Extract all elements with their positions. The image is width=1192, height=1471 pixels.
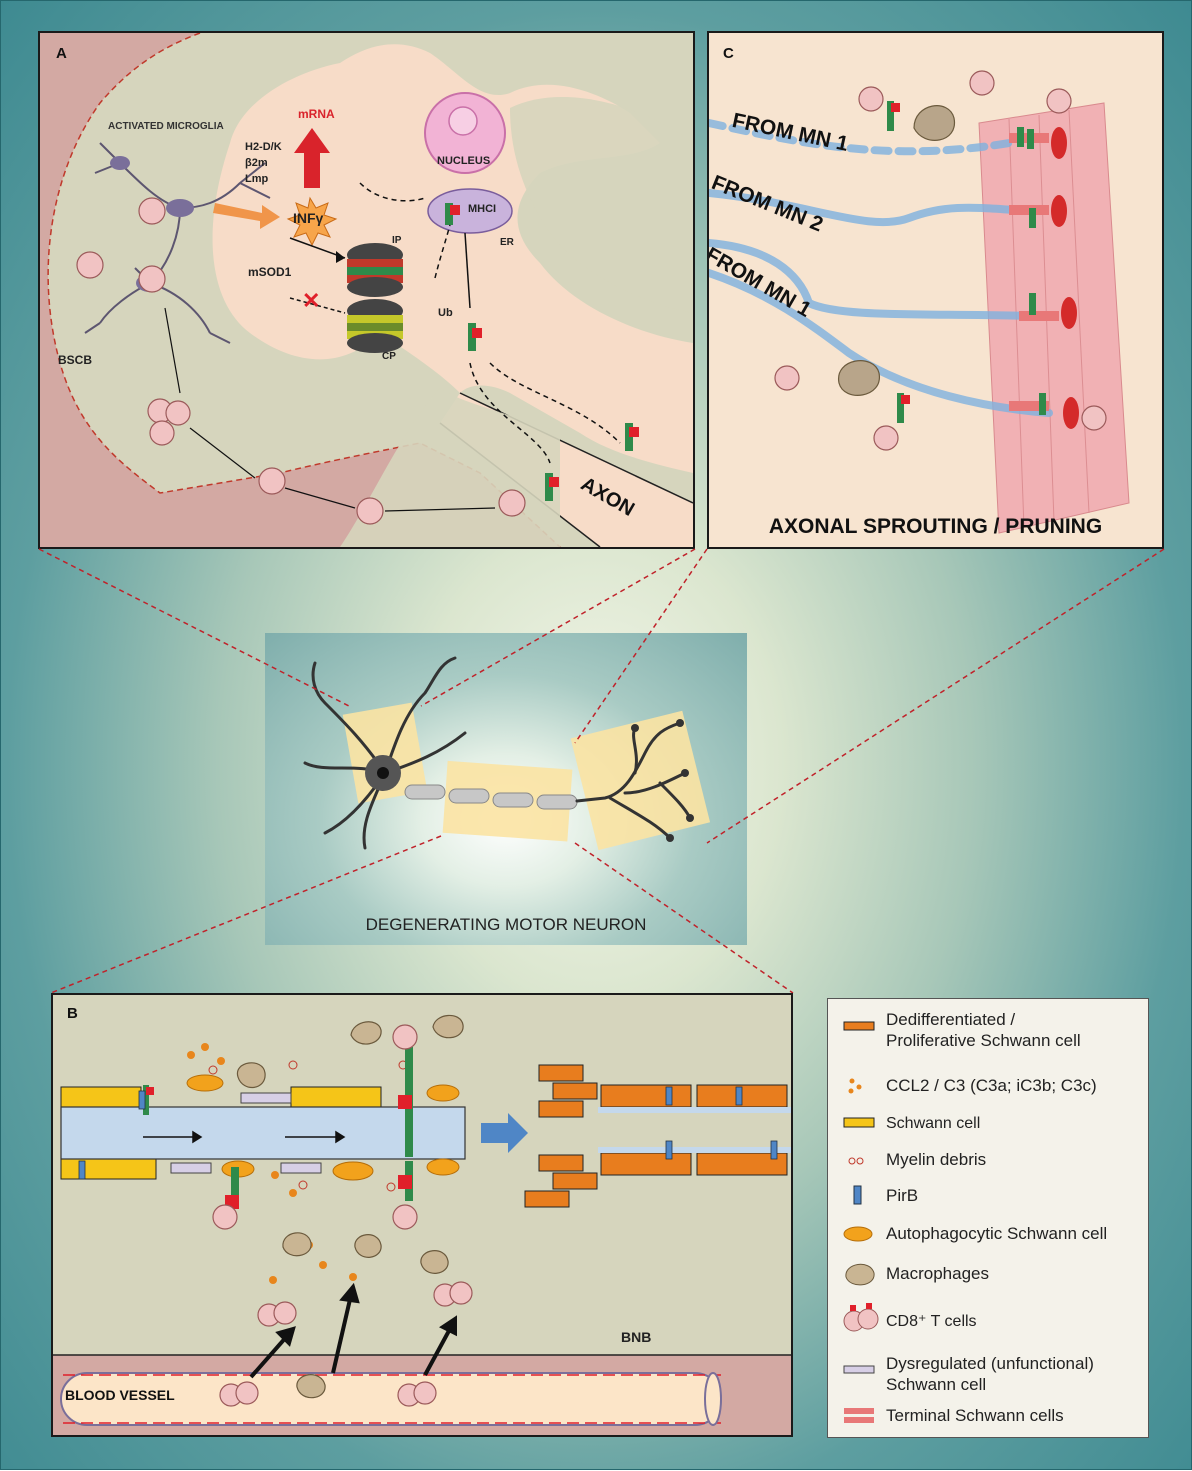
mhci-complexes-c <box>887 101 1046 423</box>
cp-label: CP <box>382 351 396 362</box>
panel-a-letter: A <box>56 45 67 62</box>
legend-item: CD8⁺ T cells <box>828 1303 1148 1335</box>
neuron-illustration <box>303 656 711 851</box>
legend-item: Macrophages <box>828 1257 1148 1289</box>
msod1-label: mSOD1 <box>248 265 292 279</box>
legend-item: CCL2 / C3 (C3a; iC3b; C3c) <box>828 1073 1148 1099</box>
ccl2-c3-icon <box>848 1078 862 1094</box>
axonal-sprouting-title: AXONAL SPROUTING / PRUNING <box>768 515 1103 538</box>
legend-label: Autophagocytic Schwann cell <box>886 1224 1108 1243</box>
legend-item: Terminal Schwann cells <box>828 1403 1148 1429</box>
panel-a: ✕ A ACTIVATED MICROGLIA <box>38 31 695 549</box>
nerve-axon <box>60 1106 466 1160</box>
panel-b: B BNB BLOOD VESSEL <box>51 993 793 1437</box>
legend-item: Myelin debris <box>828 1147 1148 1173</box>
upregulation-arrow <box>294 128 330 188</box>
legend-item: Autophagocytic Schwann cell <box>828 1221 1148 1247</box>
svg-text:✕: ✕ <box>302 288 320 313</box>
dysregulated-schwann-cells <box>170 1092 322 1174</box>
gene-label-b2m: β2m <box>245 157 268 169</box>
legend-label: Dysregulated (unfunctional) Schwann cell <box>886 1354 1094 1394</box>
activation-arrow <box>213 203 280 229</box>
legend-label: Schwann cell <box>886 1115 981 1132</box>
infg-label: INFγ <box>293 210 324 226</box>
autophagocytic-schwann-cells <box>186 1074 460 1181</box>
myelin-debris <box>208 1060 408 1192</box>
axon-terminal <box>575 721 692 840</box>
dysregulated-schwann-icon <box>843 1365 875 1374</box>
legend-label: Macrophages <box>886 1264 990 1283</box>
degenerating-motor-neuron-title: DEGENERATING MOTOR NEURON <box>365 915 647 934</box>
cd8-t-cells-b <box>212 1024 473 1407</box>
panel-c: C FROM MN 1 FROM MN 2 FROM MN 1 AXONAL S… <box>707 31 1164 549</box>
legend-label: Myelin debris <box>886 1150 987 1169</box>
panel-c-illustration <box>709 70 1130 534</box>
extravasation-arrows <box>249 1282 457 1379</box>
panel-b-letter: B <box>67 1005 78 1022</box>
legend-label: Dedifferentiated / Proliferative Schwann… <box>886 1010 1081 1050</box>
gene-label-lmp: Lmp <box>245 173 269 185</box>
center-neuron-panel: DEGENERATING MOTOR NEURON <box>265 633 747 945</box>
terminal-schwann-icon <box>844 1408 874 1423</box>
pirb-receptors <box>78 1086 778 1180</box>
cd8-t-cells <box>76 197 526 525</box>
transition-arrow <box>481 1113 528 1153</box>
macrophage-icon <box>845 1263 875 1286</box>
panel-b-illustration <box>53 1014 791 1435</box>
infg-star <box>286 196 338 247</box>
legend-label: PirB <box>886 1186 919 1205</box>
gene-label-h2dk: H2-D/K <box>245 141 282 153</box>
ub-label: Ub <box>438 307 453 319</box>
immunoproteasome <box>347 243 403 297</box>
legend-label: CD8⁺ T cells <box>886 1313 977 1330</box>
autophagocytic-schwann-icon <box>843 1226 873 1242</box>
myelinated-axon <box>404 784 578 810</box>
bscb-label: BSCB <box>58 353 93 367</box>
schwann-cell-icon <box>843 1117 875 1128</box>
ip-label: IP <box>392 235 402 246</box>
legend-label: Terminal Schwann cells <box>886 1406 1064 1425</box>
legend-item: Schwann cell <box>828 1111 1148 1137</box>
mrna-label: mRNA <box>298 107 335 121</box>
legend-item: Dedifferentiated / Proliferative Schwann… <box>828 1007 1148 1057</box>
mhci-label: MHCI <box>468 203 497 215</box>
activated-microglia <box>84 142 271 344</box>
motor-axons <box>709 119 1053 417</box>
legend-panel: Dedifferentiated / Proliferative Schwann… <box>827 998 1149 1438</box>
cd8-t-cell-icon <box>843 1303 879 1332</box>
myelin-debris-icon <box>848 1157 864 1165</box>
pirb-icon <box>853 1185 862 1205</box>
dedifferentiated-schwann-icon <box>843 1021 875 1031</box>
nucleus-label: NUCLEUS <box>437 155 491 167</box>
macrophages-c <box>838 105 955 396</box>
macrophages-b <box>237 1014 464 1399</box>
panel-a-illustration: ✕ <box>40 33 693 547</box>
legend-item: Dysregulated (unfunctional) Schwann cell <box>828 1349 1148 1397</box>
er-label: ER <box>500 237 514 248</box>
constitutive-proteasome <box>347 299 403 353</box>
legend-item: PirB <box>828 1183 1148 1209</box>
legend-label: CCL2 / C3 (C3a; iC3b; C3c) <box>886 1076 1097 1095</box>
ccl2-c3-particles <box>187 1043 357 1284</box>
bnb-label: BNB <box>621 1329 652 1345</box>
blood-vessel-label: BLOOD VESSEL <box>65 1387 175 1403</box>
axon-arrows <box>143 1130 346 1144</box>
panel-c-letter: C <box>723 45 734 62</box>
dedifferentiated-schwann-cells <box>524 1064 788 1208</box>
cd8-t-cells-c <box>774 70 1107 451</box>
activated-microglia-label: ACTIVATED MICROGLIA <box>108 121 224 132</box>
mhci-complex <box>468 323 639 501</box>
bscb-border <box>47 33 561 547</box>
